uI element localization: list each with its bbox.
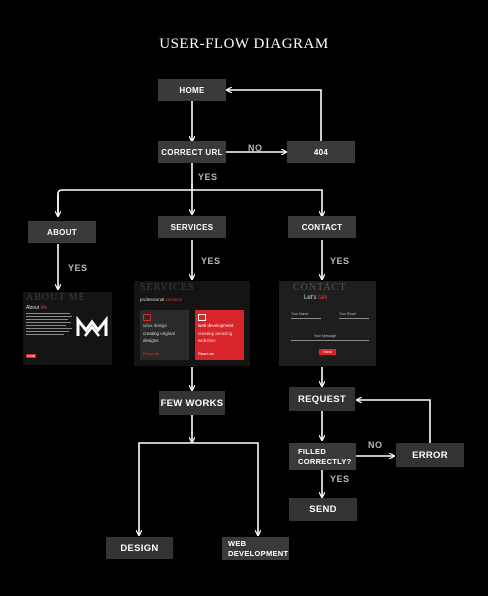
design-card-icon <box>143 314 151 321</box>
node-few-works: FEW WORKS <box>159 391 225 415</box>
label-yes-about: YES <box>68 263 88 273</box>
about-word: About <box>26 305 40 311</box>
about-thumb-button: more <box>26 354 36 358</box>
label-yes-main: YES <box>198 172 218 182</box>
edge-404-home <box>227 90 322 141</box>
node-about: ABOUT <box>28 221 96 243</box>
contact-thumb-heading: CONTACT <box>293 282 347 293</box>
page-title: USER-FLOW DIAGRAM <box>159 36 329 52</box>
edge-branch <box>57 189 322 216</box>
contact-send-button: Send <box>319 349 336 355</box>
webdev-card-title: web development <box>198 323 234 328</box>
node-send: SEND <box>289 498 357 521</box>
node-error: ERROR <box>396 443 464 467</box>
about-me-word: Me <box>40 305 48 311</box>
web-dev-line1: WEB <box>228 538 247 548</box>
webdev-card-icon <box>198 314 206 321</box>
design-card-link: Read me <box>143 351 160 356</box>
services-thumb-subtitle: professional services <box>140 297 182 302</box>
contact-message-field: Your Message <box>314 334 337 338</box>
services-word: services <box>165 297 183 302</box>
about-page-thumbnail: ABOUT ME About Me more <box>23 292 112 365</box>
about-thumb-heading: ABOUT ME <box>26 292 86 303</box>
label-no-404: NO <box>248 143 263 153</box>
node-home: HOME <box>158 79 226 101</box>
contact-name-field: Your Name <box>291 312 309 316</box>
node-web-development: WEB DEVELOPMENT <box>222 537 289 560</box>
label-no-error: NO <box>368 440 383 450</box>
about-thumb-subtitle: About Me <box>26 305 47 311</box>
services-page-thumbnail: SERVICES professional services ui/ux des… <box>134 281 250 366</box>
label-yes-send: YES <box>330 474 350 484</box>
label-yes-contact: YES <box>330 256 350 266</box>
contact-email-field: Your Email <box>339 312 356 316</box>
contact-page-thumbnail: CONTACT Let's talk Your Name Your Email … <box>279 281 376 366</box>
webdev-card-link: Read me <box>198 351 215 356</box>
node-design: DESIGN <box>106 537 173 559</box>
design-card-line1: creating original <box>143 331 175 336</box>
node-request: REQUEST <box>289 387 355 411</box>
talk-word: talk <box>318 295 328 301</box>
lets-word: Let's <box>304 295 317 301</box>
webdev-card-line2: websites <box>198 338 216 343</box>
professional-word: professional <box>140 297 165 302</box>
node-services: SERVICES <box>158 216 226 238</box>
node-filled-correctly: FILLED CORRECTLY? <box>289 443 356 470</box>
edge-to-web-dev <box>192 442 258 535</box>
node-contact: CONTACT <box>288 216 356 238</box>
node-correct-url: CORRECT URL <box>158 141 226 163</box>
node-404: 404 <box>287 141 355 163</box>
mv-logo-icon <box>76 316 108 337</box>
contact-thumb-subtitle: Let's talk <box>304 295 328 301</box>
filled-line2: CORRECTLY? <box>298 456 352 466</box>
services-thumb-heading: SERVICES <box>140 282 195 293</box>
webdev-card-line1: creating amazing <box>198 331 233 336</box>
label-yes-services: YES <box>201 256 221 266</box>
filled-line1: FILLED <box>298 446 327 456</box>
about-thumb-paragraph <box>26 313 72 337</box>
design-card-title: ui/ux design <box>143 323 168 328</box>
service-card-design: ui/ux design creating original designs R… <box>140 310 189 360</box>
service-card-webdev: web development creating amazing website… <box>195 310 244 360</box>
edge-to-design <box>139 442 192 535</box>
web-dev-line2: DEVELOPMENT <box>228 548 289 558</box>
edge-error-request <box>357 400 431 443</box>
design-card-line2: designs <box>143 338 159 343</box>
